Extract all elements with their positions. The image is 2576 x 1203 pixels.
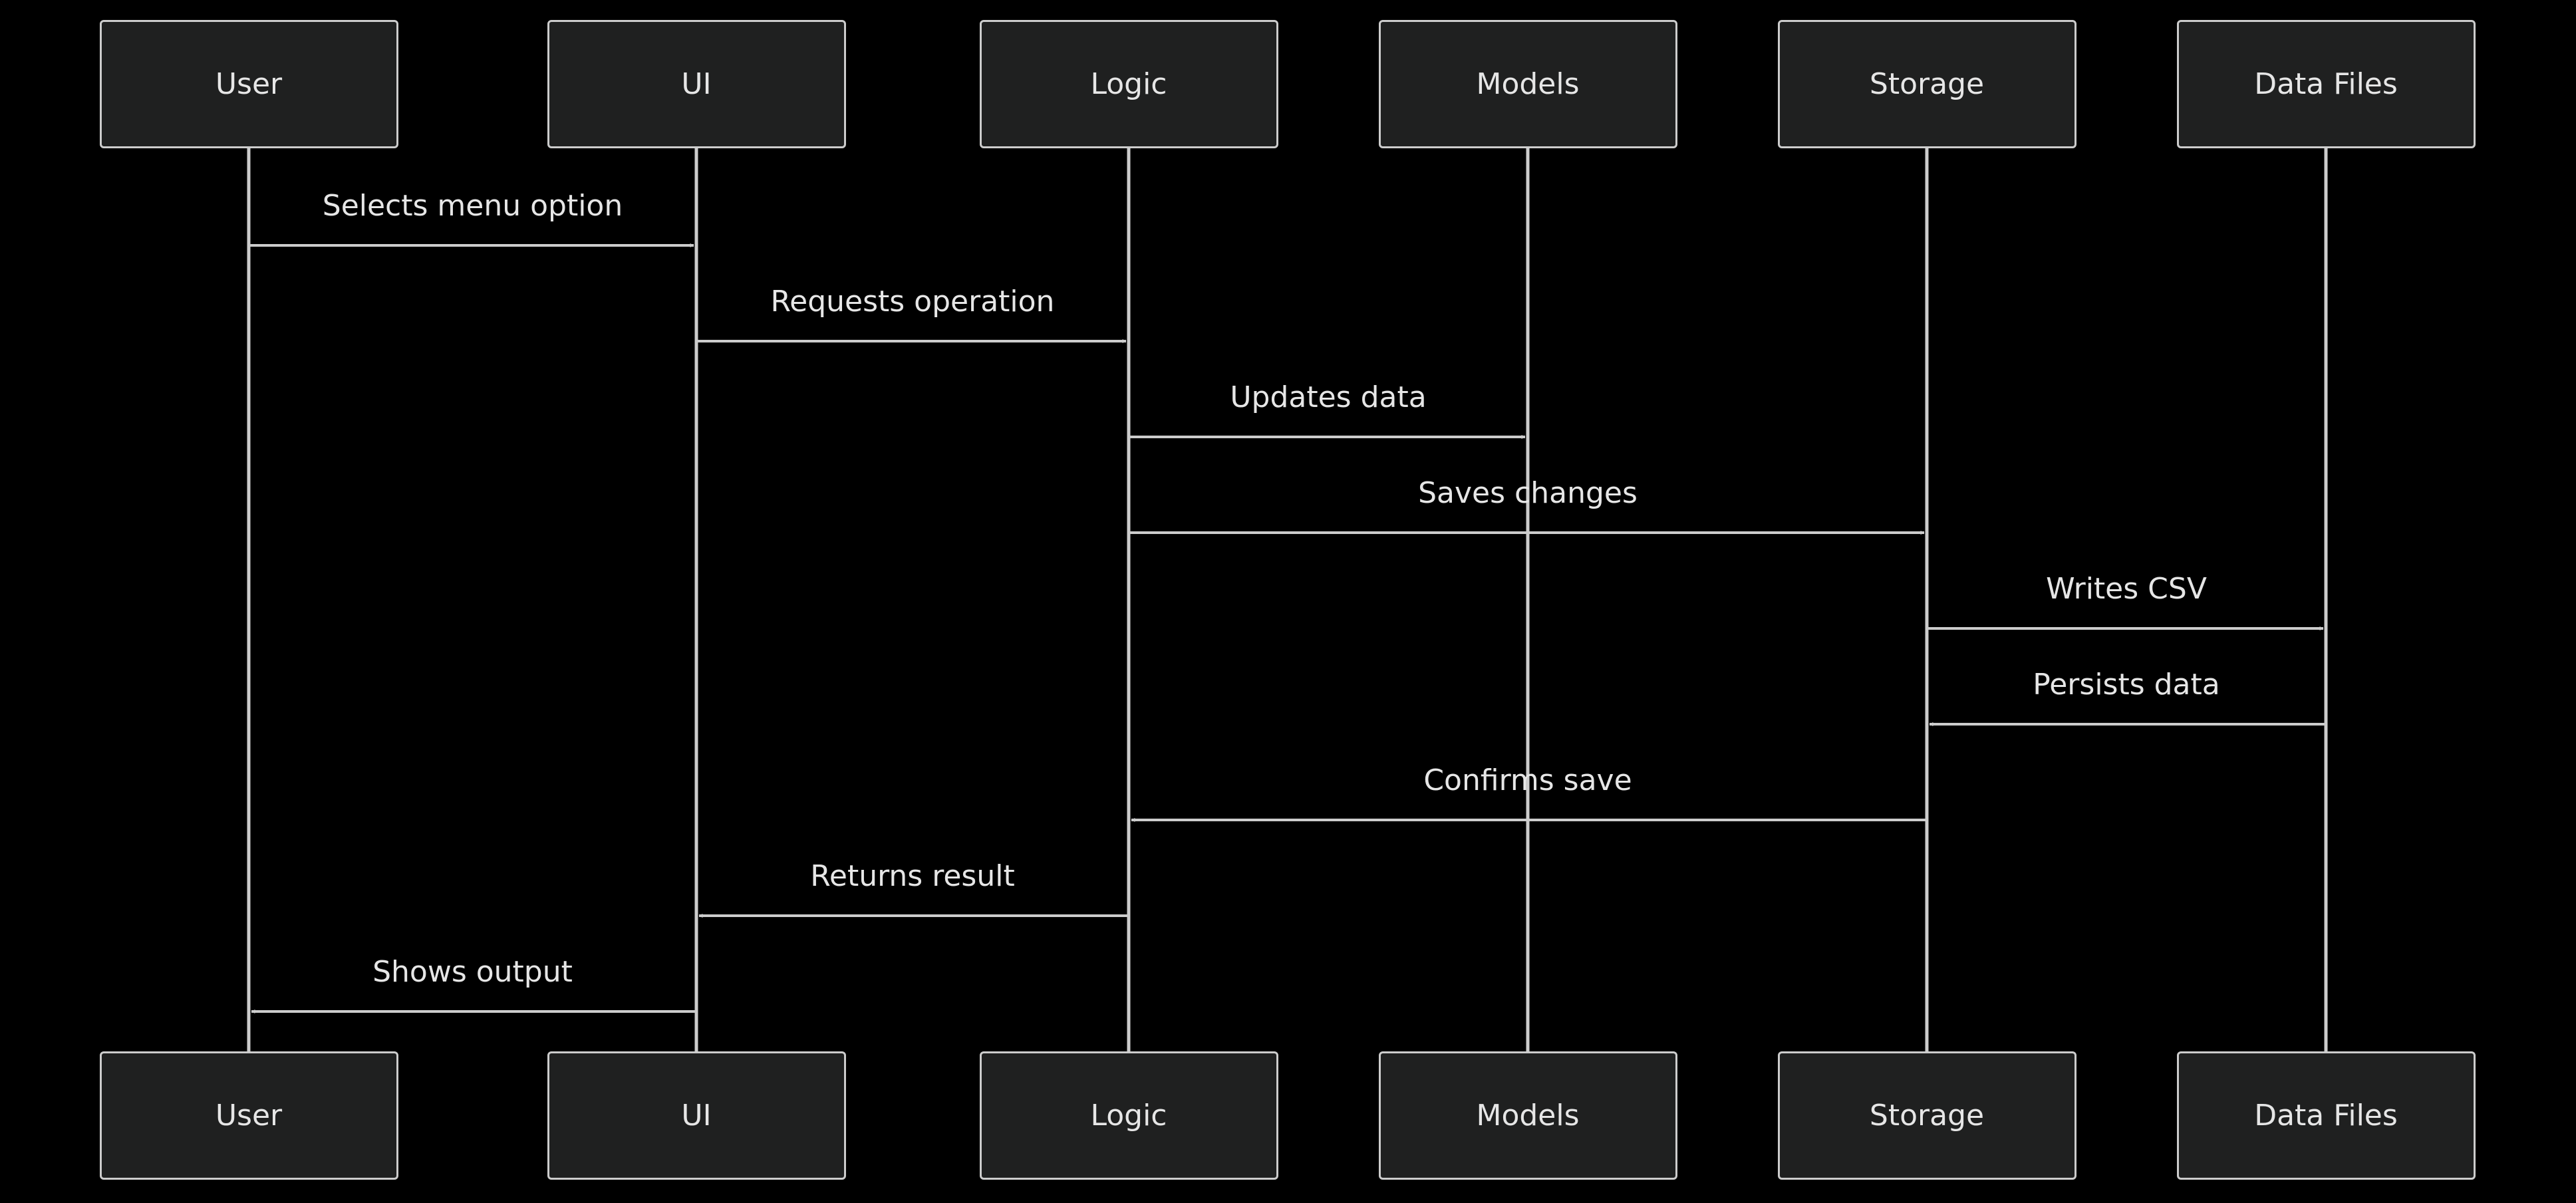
participant-label: Storage [1869, 1099, 1985, 1133]
participant-box-bottom-data-files: Data Files [2176, 1051, 2476, 1180]
participant-label: Storage [1869, 67, 1985, 101]
participant-label: Logic [1090, 67, 1167, 101]
participant-label: Models [1476, 67, 1580, 101]
participant-label: User [215, 1099, 283, 1133]
message-label: Persists data [2033, 668, 2220, 702]
participant-box-bottom-ui: UI [547, 1051, 846, 1180]
message-label: Writes CSV [2046, 572, 2207, 606]
participant-box-bottom-storage: Storage [1777, 1051, 2076, 1180]
message-label: Confirms save [1423, 763, 1632, 797]
participant-label: Data Files [2254, 1099, 2398, 1133]
participant-box-top-data-files: Data Files [2176, 20, 2476, 148]
message-label: Requests operation [770, 285, 1055, 319]
participant-label: UI [681, 67, 712, 101]
participant-label: Models [1476, 1099, 1580, 1133]
participant-label: Data Files [2254, 67, 2398, 101]
participant-box-top-logic: Logic [979, 20, 1278, 148]
message-label: Selects menu option [322, 189, 623, 223]
participant-box-top-storage: Storage [1777, 20, 2076, 148]
participant-box-top-models: Models [1378, 20, 1677, 148]
message-label: Updates data [1230, 380, 1427, 414]
participant-label: UI [681, 1099, 712, 1133]
participant-box-bottom-models: Models [1378, 1051, 1677, 1180]
participant-box-bottom-logic: Logic [979, 1051, 1278, 1180]
participant-box-top-ui: UI [547, 20, 846, 148]
participant-label: User [215, 67, 283, 101]
message-label: Shows output [372, 955, 573, 989]
participant-box-top-user: User [99, 20, 398, 148]
message-label: Saves changes [1418, 476, 1638, 510]
participant-label: Logic [1090, 1099, 1167, 1133]
message-label: Returns result [810, 859, 1015, 893]
participant-box-bottom-user: User [99, 1051, 398, 1180]
